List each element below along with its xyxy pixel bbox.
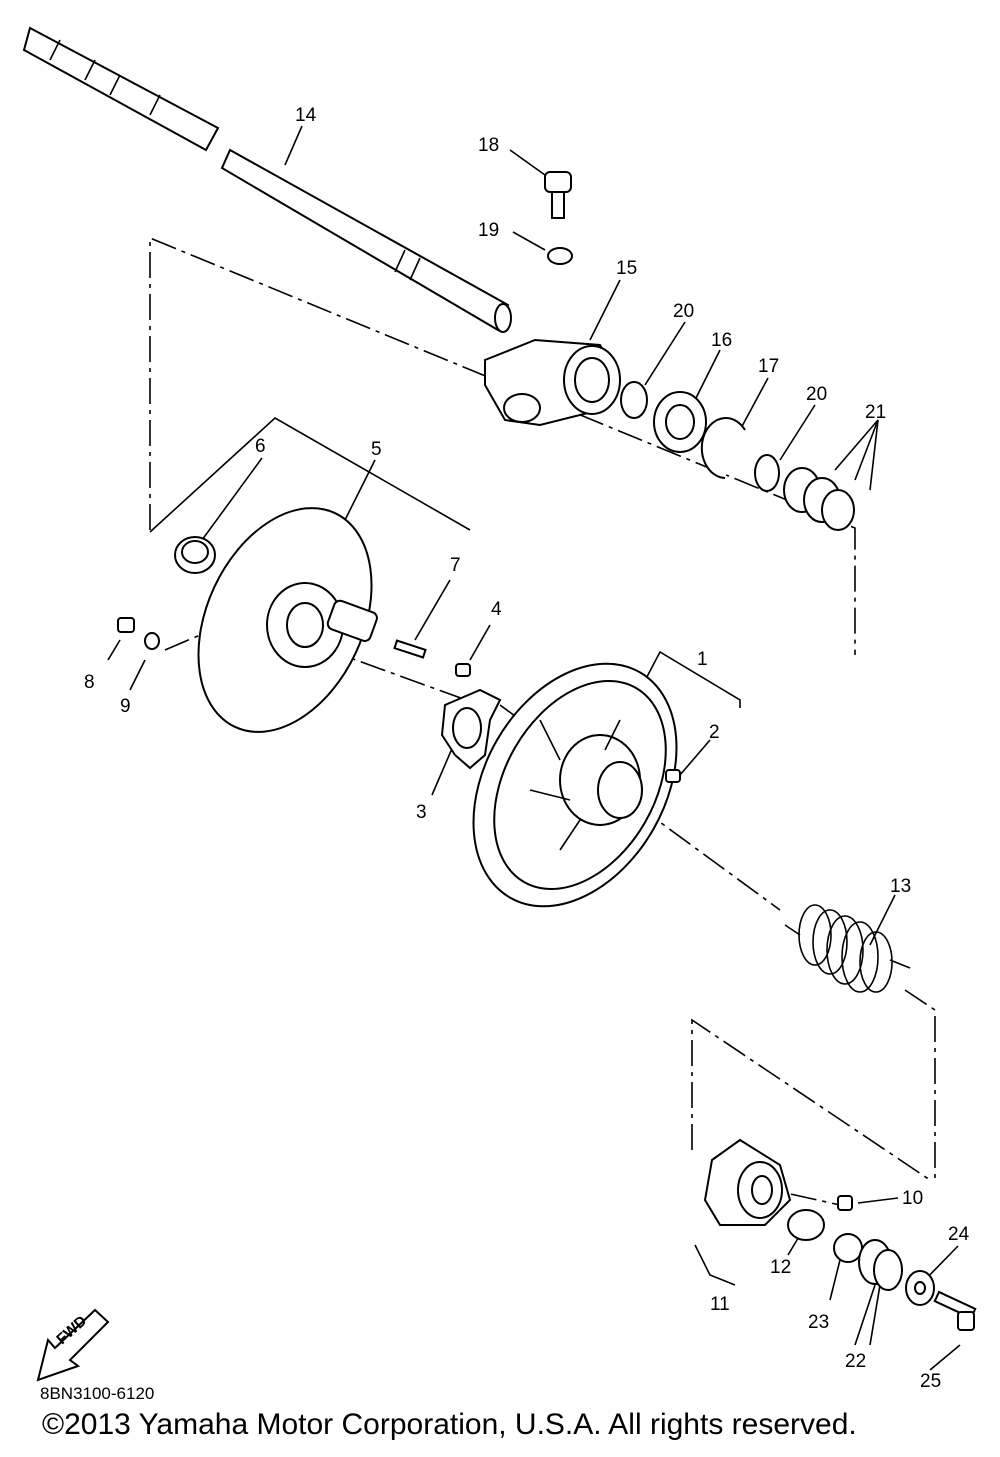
- bolt-18-part: [544, 171, 572, 219]
- circlip-20b-part: [754, 454, 780, 492]
- callout-19: 19: [478, 220, 499, 241]
- callout-24: 24: [948, 1224, 970, 1245]
- callout-14: 14: [295, 105, 317, 126]
- sheave-5-part: [197, 507, 378, 733]
- diagram-code: 8BN3100-6120: [40, 1384, 155, 1403]
- callout-25: 25: [920, 1371, 941, 1392]
- leader-lines: [107, 125, 961, 1371]
- washers-22-part: [858, 1239, 903, 1291]
- callout-numbers: 1 2 3 4 5 6 7 8 9 10 11 12 13 14 15 16 1…: [84, 105, 970, 1392]
- collar-23-part: [833, 1233, 863, 1263]
- callout-16: 16: [711, 330, 732, 351]
- shaft-part: [22, 26, 512, 333]
- callout-5: 5: [371, 439, 382, 460]
- callout-3: 3: [416, 802, 427, 823]
- fwd-arrow-icon: FWD: [36, 1308, 110, 1382]
- washer-24-part: [905, 1270, 935, 1306]
- callout-7: 7: [450, 555, 461, 576]
- bearing-16-part: [653, 391, 707, 453]
- callout-12: 12: [770, 1257, 791, 1278]
- cam-11-part: [703, 1138, 792, 1226]
- bolt-8-part: [117, 617, 135, 633]
- sheave-1-part: [472, 662, 678, 908]
- copyright-notice: ©2013 Yamaha Motor Corporation, U.S.A. A…: [42, 1408, 857, 1441]
- bushing-6-part: [174, 536, 216, 574]
- callout-23: 23: [808, 1312, 829, 1333]
- ring-17-part: [700, 417, 746, 479]
- bolt-4-part: [455, 663, 471, 677]
- callout-20b: 20: [806, 384, 827, 405]
- circlip-20-part: [620, 381, 648, 419]
- bushing-12-part: [787, 1209, 825, 1241]
- callout-22: 22: [845, 1351, 866, 1372]
- callout-17: 17: [758, 356, 779, 377]
- bolt-25-part: [933, 1290, 977, 1331]
- callout-1: 1: [697, 649, 708, 670]
- callout-6: 6: [255, 436, 266, 457]
- gasket-3-part: [440, 688, 502, 770]
- stud-7-part: [393, 639, 427, 659]
- callout-4: 4: [491, 599, 502, 620]
- callout-13: 13: [890, 876, 911, 897]
- spacers-21-part: [783, 467, 855, 531]
- callout-9: 9: [120, 696, 131, 717]
- callout-18: 18: [478, 135, 499, 156]
- spring-13-part: [784, 904, 911, 993]
- washer-9-part: [144, 632, 160, 650]
- callout-21: 21: [865, 402, 886, 423]
- bracket-housing-part: [484, 338, 622, 427]
- bolt-10-part: [837, 1195, 853, 1211]
- callout-10: 10: [902, 1188, 923, 1209]
- callout-15: 15: [616, 258, 637, 279]
- callout-20: 20: [673, 301, 694, 322]
- bolt-2-part: [665, 769, 681, 783]
- callout-2: 2: [709, 722, 720, 743]
- washer-19-part: [547, 247, 573, 265]
- callout-8: 8: [84, 672, 95, 693]
- callout-11: 11: [710, 1294, 730, 1315]
